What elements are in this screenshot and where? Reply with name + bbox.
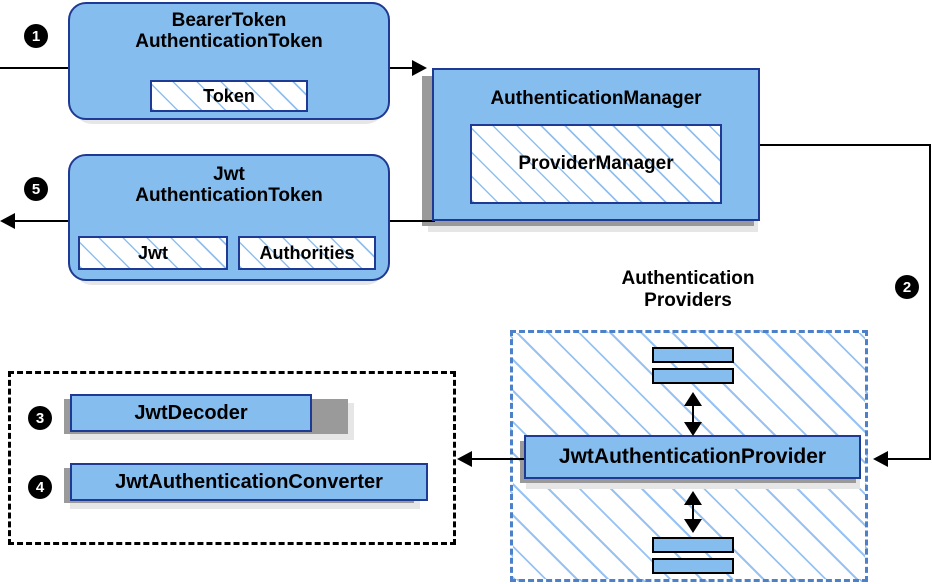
provider-stub-bottom-bar-2 <box>652 558 734 574</box>
arrowhead-up-top-link <box>684 392 702 406</box>
connector-into-provider <box>888 458 931 460</box>
authentication-providers-group-label: Authentication Providers <box>568 268 808 312</box>
bearer-token-title-line2: AuthenticationToken <box>135 31 323 53</box>
arrowhead-response-out <box>0 213 15 229</box>
authentication-manager-inner-provider-manager-panel: ProviderManager <box>470 124 722 204</box>
provider-stub-bottom-bar-1 <box>652 537 734 553</box>
arrowhead-into-provider <box>873 451 888 467</box>
step-marker-2: 2 <box>895 275 919 299</box>
jwt-token-title-line1: Jwt <box>213 164 245 185</box>
jwt-decoder-title: JwtDecoder <box>134 401 248 424</box>
jwt-provider-title: JwtAuthenticationProvider <box>558 445 827 469</box>
arrowhead-down-bottom-link <box>684 519 702 533</box>
arrowhead-down-top-link <box>684 422 702 436</box>
provider-stub-top-bar-1 <box>652 347 734 363</box>
provider-stub-top-bar-2 <box>652 368 734 384</box>
connector-manager-right <box>758 144 931 146</box>
connector-provider-to-decoders <box>472 458 524 460</box>
connector-bottom-link <box>692 495 694 525</box>
step-marker-4: 4 <box>28 475 52 499</box>
connector-jwt-token-out <box>15 220 75 222</box>
connector-manager-to-jwt-token <box>390 220 435 222</box>
bearer-token-inner-token-panel: Token <box>150 80 308 112</box>
jwt-token-title-line2: AuthenticationToken <box>135 185 323 207</box>
jwt-token-inner-jwt-panel: Jwt <box>78 236 228 270</box>
arrowhead-token-to-manager <box>412 60 427 76</box>
node-jwt-authentication-provider[interactable]: JwtAuthenticationProvider <box>524 435 861 479</box>
step-marker-5: 5 <box>24 177 48 201</box>
authentication-manager-title: AuthenticationManager <box>490 88 702 109</box>
node-jwt-decoder[interactable]: JwtDecoder <box>70 394 312 432</box>
jwt-support-components-container <box>8 371 456 545</box>
step-marker-3: 3 <box>28 406 52 430</box>
bearer-token-title-line1: BearerToken <box>171 10 287 31</box>
step-marker-1: 1 <box>24 24 48 48</box>
arrowhead-provider-to-decoders <box>457 451 472 467</box>
jwt-converter-title: JwtAuthenticationConverter <box>115 470 383 493</box>
arrowhead-up-bottom-link <box>684 491 702 505</box>
connector-top-link <box>692 396 694 428</box>
connector-request-in <box>0 67 70 69</box>
connector-right-vertical <box>929 144 931 460</box>
node-jwt-authentication-converter[interactable]: JwtAuthenticationConverter <box>70 463 428 501</box>
jwt-token-inner-authorities-panel: Authorities <box>238 236 376 270</box>
connector-token-to-manager <box>390 67 415 69</box>
providers-label-line2: Providers <box>644 289 732 311</box>
providers-label-line1: Authentication <box>621 268 755 289</box>
